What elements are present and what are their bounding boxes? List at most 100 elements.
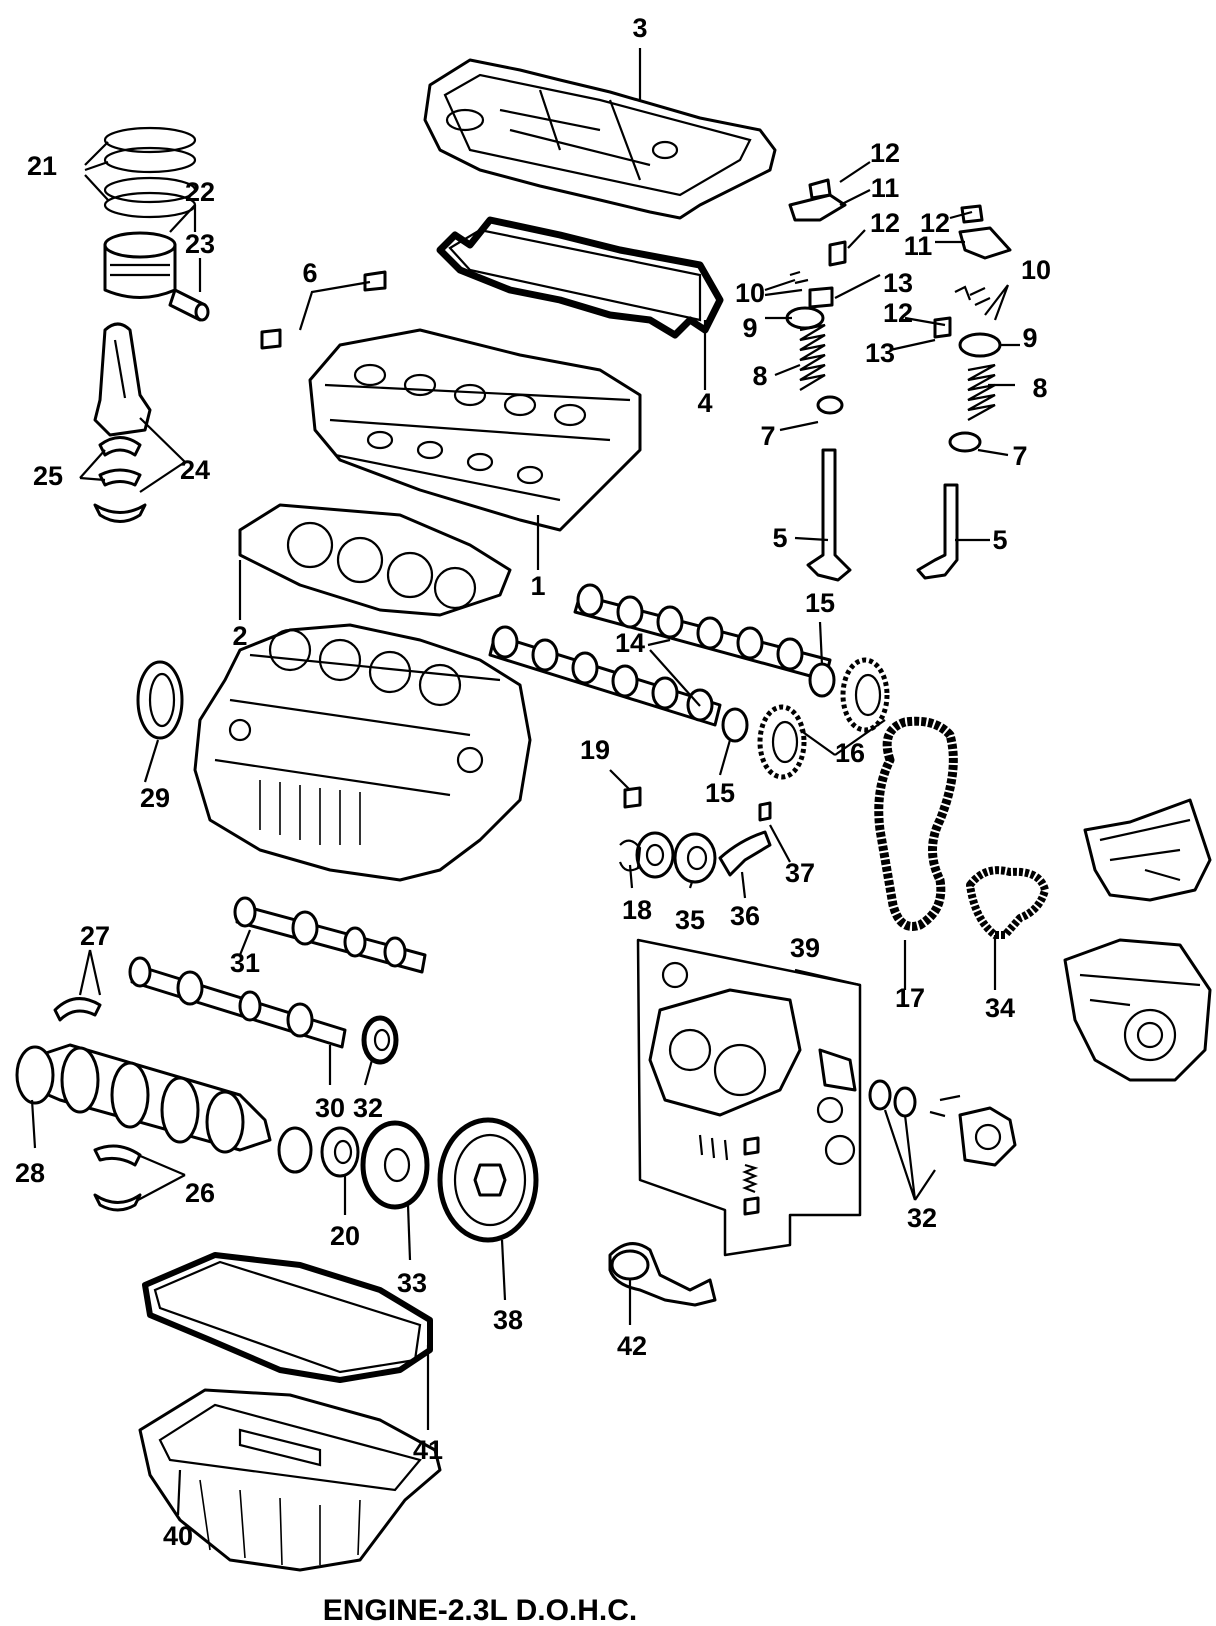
callout-8b: 8 — [1032, 373, 1047, 403]
part-upper-timing-cover — [1083, 798, 1212, 902]
part-oil-pan-gasket — [142, 1252, 433, 1383]
callout-18: 18 — [622, 895, 652, 925]
part-camshaft-pulley — [757, 657, 890, 780]
part-balance-shaft-upper — [233, 896, 427, 974]
part-lower-timing-cover — [1063, 938, 1212, 1082]
part-oil-seal — [136, 660, 184, 740]
callout-36: 36 — [730, 901, 760, 931]
callout-8a: 8 — [752, 361, 767, 391]
diagram-caption: ENGINE-2.3L D.O.H.C. — [323, 1594, 638, 1626]
callout-12c: 12 — [920, 208, 950, 238]
callout-32b: 32 — [907, 1203, 937, 1233]
callout-17: 17 — [895, 983, 925, 1013]
callout-11b: 11 — [904, 231, 933, 261]
callout-22: 22 — [185, 177, 215, 207]
callout-19: 19 — [580, 735, 610, 765]
callout-7a: 7 — [760, 421, 775, 451]
callout-6: 6 — [302, 258, 317, 288]
part-camshaft-lower — [488, 625, 722, 727]
callout-3: 3 — [632, 13, 647, 43]
callout-37: 37 — [785, 858, 815, 888]
callout-23: 23 — [185, 229, 215, 259]
part-head-gasket — [238, 503, 512, 617]
part-oil-strainer — [608, 1242, 717, 1307]
part-idler-pulley — [673, 832, 717, 884]
part-crankshaft-sprocket — [320, 1126, 360, 1178]
callout-10b: 10 — [1021, 255, 1051, 285]
part-valve-right — [916, 483, 959, 580]
callout-33: 33 — [397, 1268, 427, 1298]
callout-12a: 12 — [870, 138, 900, 168]
part-piston-pin — [168, 288, 210, 322]
part-valve-cover — [423, 58, 777, 220]
callout-40: 40 — [163, 1521, 193, 1551]
part-rocker-arm-left — [788, 178, 847, 222]
part-thrust-washers — [53, 997, 102, 1022]
callout-31: 31 — [230, 948, 260, 978]
part-tensioner-pulley — [618, 831, 675, 879]
callout-27: 27 — [80, 921, 110, 951]
callout-24: 24 — [180, 455, 210, 485]
part-engine-block — [193, 623, 532, 882]
callout-9a: 9 — [742, 313, 757, 343]
callout-2: 2 — [232, 621, 247, 651]
callout-32a: 32 — [353, 1093, 383, 1123]
part-water-pump — [868, 1079, 1017, 1167]
part-piston-rings — [103, 126, 197, 219]
part-tensioner-bracket — [718, 801, 772, 877]
callout-11a: 11 — [871, 173, 900, 203]
callout-13a: 13 — [883, 268, 913, 298]
part-balancer-belt — [966, 866, 1049, 939]
callout-12d: 12 — [883, 298, 913, 328]
callout-34: 34 — [985, 993, 1015, 1023]
callout-25: 25 — [33, 461, 63, 491]
part-valve-spring-right — [948, 332, 1002, 453]
callout-26: 26 — [185, 1178, 215, 1208]
callout-29: 29 — [140, 783, 170, 813]
part-valve-left — [806, 448, 852, 582]
part-crankshaft-pulley — [360, 1120, 430, 1210]
part-connecting-rod — [93, 322, 152, 437]
part-valve-cover-gasket — [436, 216, 724, 339]
callout-5b: 5 — [992, 525, 1007, 555]
part-crankshaft-seal — [277, 1126, 313, 1174]
callout-1: 1 — [530, 571, 545, 601]
callout-16: 16 — [835, 738, 865, 768]
part-timing-belt — [874, 716, 958, 931]
part-balance-shaft-lower — [128, 956, 347, 1049]
callout-28: 28 — [15, 1158, 45, 1188]
part-balance-shaft-pulley — [361, 1015, 399, 1065]
part-bolt — [623, 786, 642, 809]
callout-21: 21 — [27, 151, 57, 181]
part-rod-bearings — [93, 436, 147, 523]
callout-4: 4 — [697, 388, 712, 418]
part-camshaft-upper — [573, 583, 832, 682]
part-harmonic-balancer — [437, 1117, 539, 1243]
callout-15b: 15 — [705, 778, 735, 808]
callout-15a: 15 — [805, 588, 835, 618]
part-lash-adjuster — [808, 240, 847, 309]
part-valve-stem-seal — [260, 270, 387, 350]
callout-42: 42 — [617, 1331, 647, 1361]
part-rocker-arm-right — [958, 204, 1012, 260]
callout-9b: 9 — [1022, 323, 1037, 353]
callout-12b: 12 — [870, 208, 900, 238]
callout-20: 20 — [330, 1221, 360, 1251]
callout-10a: 10 — [735, 278, 765, 308]
callout-35: 35 — [675, 905, 705, 935]
part-cylinder-head — [308, 328, 642, 532]
callout-38: 38 — [493, 1305, 523, 1335]
callout-13b: 13 — [865, 338, 895, 368]
callout-5a: 5 — [772, 523, 787, 553]
callout-14: 14 — [615, 628, 645, 658]
part-piston — [103, 231, 177, 299]
leader-lines — [30, 48, 1020, 1516]
part-retainer-keys — [789, 270, 991, 339]
part-crankshaft — [15, 1043, 272, 1154]
part-valve-spring-left — [785, 306, 844, 415]
callout-41: 41 — [413, 1435, 443, 1465]
part-oil-pump-group — [636, 938, 862, 1257]
part-oil-pan — [138, 1388, 442, 1572]
callout-30: 30 — [315, 1093, 345, 1123]
